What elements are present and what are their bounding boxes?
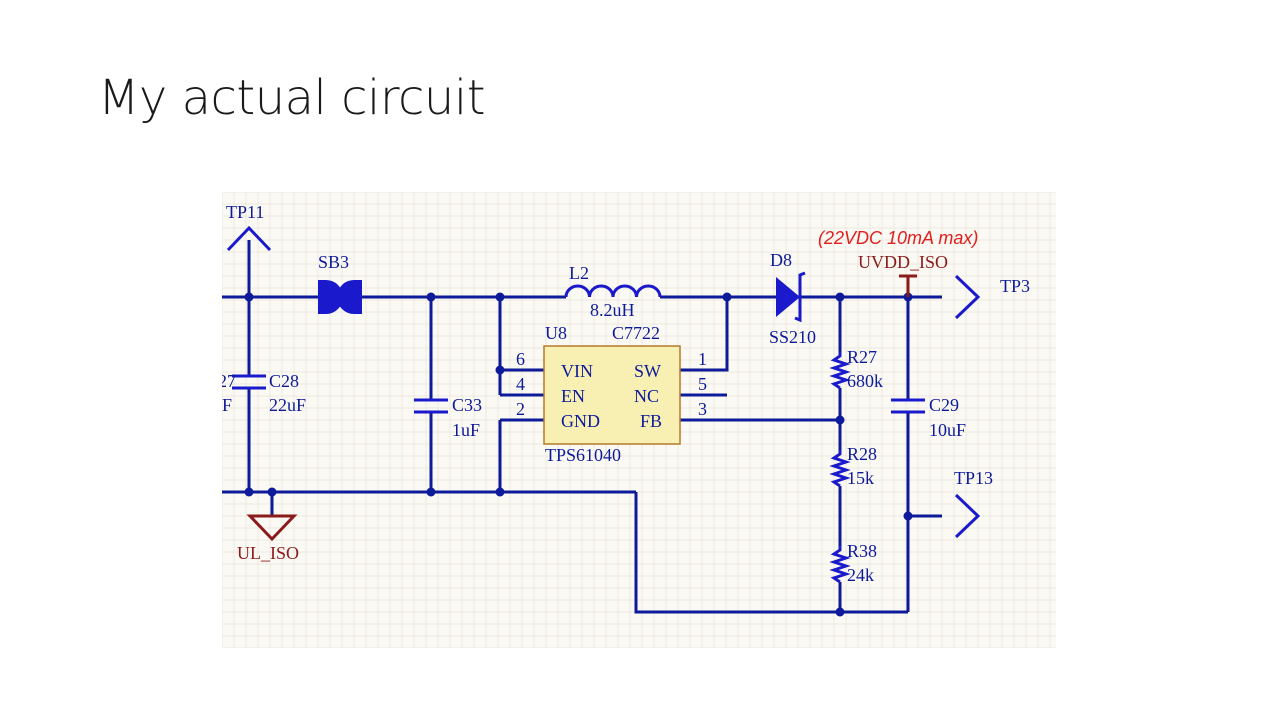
label-c33-value: 1uF: [452, 420, 480, 440]
junctions: [244, 292, 913, 617]
junction: [495, 487, 505, 497]
label-l2-ref: L2: [569, 263, 589, 283]
capacitor-c29-icon: [891, 398, 925, 414]
resistor-r38-icon: [829, 546, 851, 584]
ic-u8-body: [543, 345, 681, 445]
label-pin-name: GND: [561, 411, 600, 431]
solder-bridge-sb3-icon: [318, 280, 362, 314]
label-c28-value: 22uF: [269, 395, 306, 415]
label-pin-num: 6: [516, 349, 525, 369]
label-d8-ref: D8: [770, 250, 792, 270]
junction: [267, 487, 277, 497]
slide-title: My actual circuit: [98, 70, 486, 126]
junction: [835, 415, 845, 425]
wire-gnd-return: [634, 492, 908, 614]
tp3-arrow-icon: [954, 274, 981, 320]
label-pin-name: NC: [634, 386, 659, 406]
ground-ul-iso-icon: [246, 514, 298, 542]
labels: TP11 TP3 TP13 (22VDC 10mA max) UVDD_ISO …: [218, 202, 1030, 585]
label-r38-ref: R38: [847, 541, 877, 561]
junction: [244, 292, 254, 302]
sheet-grid: [222, 192, 1056, 648]
junction: [244, 487, 254, 497]
capacitor-c28-icon: [232, 374, 266, 390]
label-r38-value: 24k: [847, 565, 874, 585]
schematic-sheet: TP11 TP3 TP13 (22VDC 10mA max) UVDD_ISO …: [218, 192, 1056, 648]
junction: [903, 511, 913, 521]
label-c27-value-clipped: F: [222, 395, 232, 415]
tp11-arrow-icon: [226, 225, 272, 252]
label-c29-value: 10uF: [929, 420, 966, 440]
label-sb3: SB3: [318, 252, 349, 272]
junction: [835, 607, 845, 617]
label-u8-part: TPS61040: [545, 445, 621, 465]
label-ul-iso: UL_ISO: [237, 543, 299, 563]
resistor-r28-icon: [829, 450, 851, 488]
junction: [495, 292, 505, 302]
resistor-r27-icon: [829, 352, 851, 390]
junction: [426, 487, 436, 497]
label-note: (22VDC 10mA max): [818, 228, 978, 248]
junction: [495, 365, 505, 375]
label-pin-num: 4: [516, 374, 525, 394]
label-pin-num: 3: [698, 399, 707, 419]
label-c29-ref: C29: [929, 395, 959, 415]
label-pin-num: 1: [698, 349, 707, 369]
label-pin-name: EN: [561, 386, 585, 406]
label-pin-num: 5: [698, 374, 707, 394]
label-tp3: TP3: [1000, 276, 1030, 296]
label-l2-value: 8.2uH: [590, 300, 635, 320]
capacitor-c33-icon: [414, 398, 448, 414]
junction: [426, 292, 436, 302]
label-c28-ref: C28: [269, 371, 299, 391]
label-u8-ref: U8: [545, 323, 567, 343]
diode-d8-icon: [776, 271, 806, 323]
label-u8-lcsc: C7722: [612, 323, 660, 343]
label-r27-ref: R27: [847, 347, 877, 367]
label-uvdd-iso: UVDD_ISO: [858, 252, 948, 272]
label-c33-ref: C33: [452, 395, 482, 415]
junction: [835, 292, 845, 302]
label-pin-name: FB: [640, 411, 662, 431]
label-pin-name: SW: [634, 361, 661, 381]
label-tp13: TP13: [954, 468, 993, 488]
label-d8-part: SS210: [769, 327, 816, 347]
label-r28-ref: R28: [847, 444, 877, 464]
tp13-arrow-icon: [954, 493, 981, 539]
wire-pin1-sw: [680, 297, 729, 372]
power-port-uvdd-icon: [899, 274, 917, 297]
label-tp11: TP11: [226, 202, 264, 222]
junction: [722, 292, 732, 302]
label-r27-value: 680k: [847, 371, 883, 391]
label-c27-clipped: 27: [218, 371, 236, 391]
label-r28-value: 15k: [847, 468, 874, 488]
label-pin-num: 2: [516, 399, 525, 419]
inductor-l2-icon: [564, 284, 662, 298]
label-pin-name: VIN: [561, 361, 593, 381]
